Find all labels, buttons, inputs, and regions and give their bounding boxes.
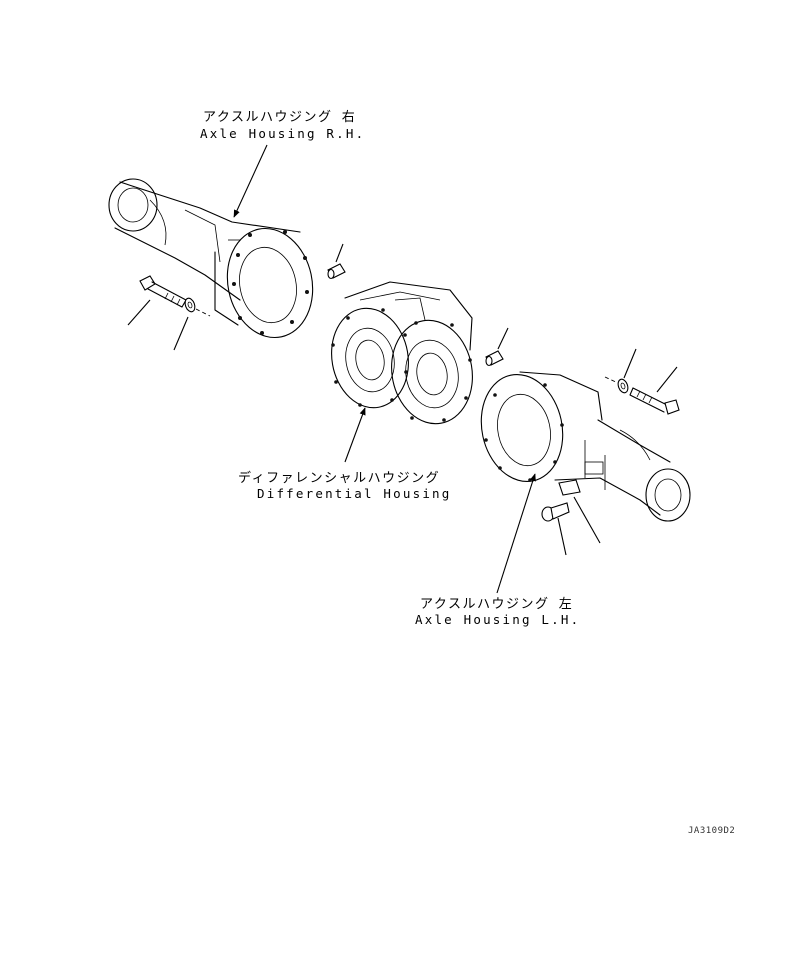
leader-rh-bolt [127, 299, 151, 326]
leader-diff-dowel [497, 327, 509, 350]
leader-rh-dowel [335, 243, 344, 263]
leader-lh-plug [557, 517, 567, 556]
lh-mounting-bolt [629, 387, 680, 415]
leader-rh-washer [173, 316, 189, 351]
label-axle-rh-jp: アクスルハウジング 右 [203, 110, 356, 125]
differential-housing [331, 281, 473, 425]
lh-washer [617, 378, 629, 394]
rh-bolt-axis [195, 308, 211, 317]
label-axle-lh-jp: アクスルハウジング 左 [420, 597, 573, 612]
lh-plug [541, 502, 570, 522]
label-axle-lh-en: Axle Housing L.H. [415, 612, 580, 627]
leader-lh-bolt [656, 366, 678, 393]
leader-axle-lh [496, 473, 536, 594]
label-diff-en: Differential Housing [257, 486, 452, 501]
rh-dowel-pin [327, 263, 346, 280]
label-axle-rh-en: Axle Housing R.H. [200, 126, 365, 141]
lh-bolt-axis [604, 376, 619, 384]
drawing-code: JA3109D2 [688, 826, 735, 836]
lh-name-plate [558, 479, 581, 496]
rh-washer [184, 297, 196, 313]
label-diff-jp: ディファレンシャルハウジング [238, 470, 440, 486]
leader-lh-plate [573, 496, 601, 544]
leader-lh-washer [623, 348, 637, 379]
leader-diff [344, 407, 366, 463]
leader-axle-rh [233, 144, 268, 218]
axle-housing-rh [108, 178, 314, 339]
rh-mounting-bolt [139, 275, 187, 308]
axle-housing-lh [480, 371, 691, 522]
diff-dowel-pin [485, 350, 504, 367]
